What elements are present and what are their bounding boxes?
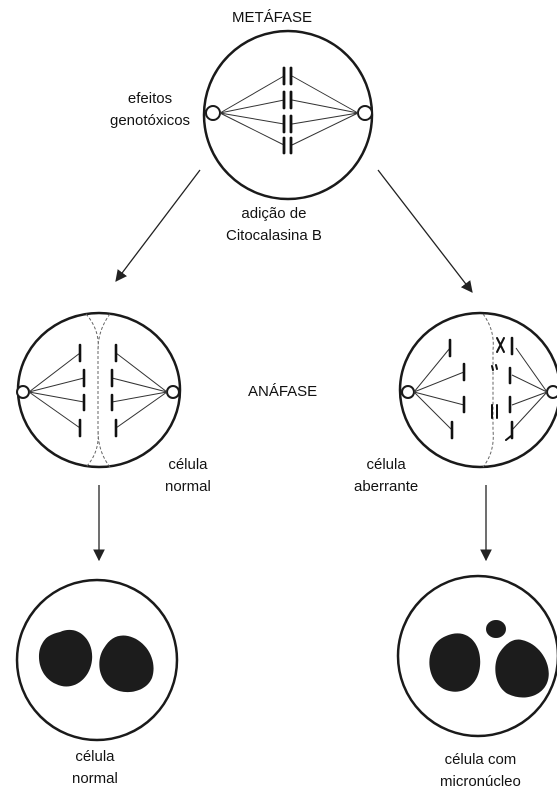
cytochalasin-label: adição de Citocalasina B (226, 203, 322, 247)
normal-right-centrosome (167, 386, 179, 398)
arrow-to-normal-anaphase (116, 170, 200, 281)
aberrant-lagging-fragments (492, 338, 511, 440)
micronucleus-cell-label: célula com micronúcleo (440, 749, 521, 793)
normal-anaphase-cell (17, 313, 180, 467)
normal-cell-final-label: célula normal (72, 746, 118, 790)
aberrant-cell-label: célula aberrante (354, 454, 418, 498)
normal-left-centrosome (17, 386, 29, 398)
aberrant-anaphase-cell (400, 313, 557, 467)
metaphase-cell (204, 31, 372, 199)
aberrant-spindle-fibers (414, 348, 547, 430)
anaphase-label: ANÁFASE (248, 381, 317, 403)
aberrant-right-centrosome (547, 386, 557, 398)
metaphase-spindle-fibers (220, 76, 358, 145)
left-centrosome (206, 106, 220, 120)
aberrant-anaphase-membrane (400, 313, 557, 467)
normal-right-nucleus (99, 636, 153, 693)
metaphase-chromosomes (284, 68, 291, 153)
aberrant-cleavage-furrow (483, 314, 493, 467)
micronucleus (486, 620, 506, 638)
aberrant-left-centrosome (402, 386, 414, 398)
normal-left-nucleus (39, 630, 92, 687)
right-centrosome (358, 106, 372, 120)
normal-binucleated-cell (17, 580, 177, 740)
aberrant-chromatids (450, 338, 512, 438)
micronucleus-right-nucleus (495, 640, 548, 698)
metaphase-label: METÁFASE (232, 7, 312, 29)
normal-cell-anaphase-label: célula normal (165, 454, 211, 498)
arrow-to-aberrant-anaphase (378, 170, 472, 292)
micronucleus-left-nucleus (429, 633, 480, 691)
normal-cleavage-furrow (86, 314, 110, 467)
genotoxic-effects-label: efeitos genotóxicos (110, 88, 190, 132)
micronucleus-cell (398, 576, 557, 736)
